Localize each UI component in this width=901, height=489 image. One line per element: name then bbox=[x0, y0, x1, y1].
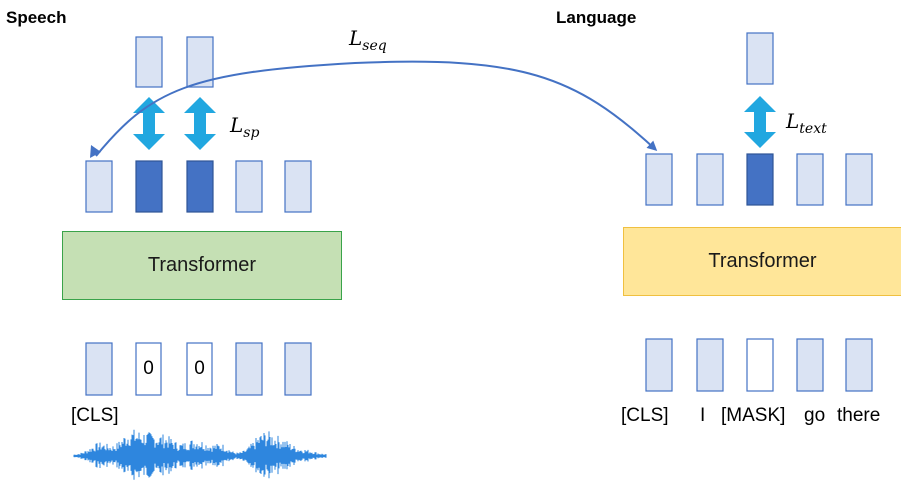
language-input-token-2 bbox=[696, 338, 724, 392]
sequence-loss-curve-arrow-start-head bbox=[90, 145, 101, 158]
language-transformer-label: Transformer bbox=[708, 250, 817, 272]
speech-hidden-token-1 bbox=[85, 160, 113, 213]
language-token-there: there bbox=[837, 405, 881, 426]
language-input-token-4 bbox=[796, 338, 824, 392]
speech-input-zero-2: 0 bbox=[194, 358, 205, 379]
speech-input-token-5 bbox=[284, 342, 312, 396]
speech-input-token-2-zero bbox=[135, 342, 162, 396]
speech-cls-label: [CLS] bbox=[71, 405, 119, 426]
speech-input-zero-1: 0 bbox=[143, 358, 154, 379]
speech-input-token-3-zero bbox=[186, 342, 213, 396]
language-token-cls: [CLS] bbox=[621, 405, 669, 426]
language-input-token-5 bbox=[845, 338, 873, 392]
speech-waveform bbox=[73, 429, 327, 480]
speech-hidden-token-2-masked bbox=[135, 160, 163, 213]
speech-input-token-4 bbox=[235, 342, 263, 396]
language-token-i: I bbox=[700, 405, 706, 426]
sequence-loss-label: Lseq bbox=[349, 26, 387, 54]
speech-title: Speech bbox=[6, 8, 67, 27]
language-transformer-block: Transformer bbox=[623, 227, 901, 296]
speech-output-token-2 bbox=[186, 36, 214, 88]
language-title: Language bbox=[556, 8, 637, 27]
language-output-token bbox=[746, 32, 774, 85]
language-hidden-token-1 bbox=[645, 153, 673, 206]
sequence-loss-curve-arrow bbox=[95, 60, 658, 157]
speech-waveform-signal bbox=[73, 429, 327, 480]
language-hidden-token-2 bbox=[696, 153, 724, 206]
speech-transformer-label: Transformer bbox=[147, 254, 257, 276]
language-token-go: go bbox=[804, 405, 826, 426]
language-input-token-1 bbox=[645, 338, 673, 392]
speech-input-token-1 bbox=[85, 342, 113, 396]
language-hidden-token-5 bbox=[845, 153, 873, 206]
speech-output-token-1 bbox=[135, 36, 163, 88]
speech-loss-label: Lsp bbox=[230, 113, 260, 141]
speech-double-arrow-2 bbox=[184, 97, 216, 150]
speech-transformer-block: Transformer bbox=[62, 231, 342, 300]
language-input-token-3-mask bbox=[746, 338, 774, 392]
speech-hidden-token-3-masked bbox=[186, 160, 214, 213]
language-hidden-token-3-masked bbox=[746, 153, 774, 206]
text-loss-label: Ltext bbox=[786, 109, 827, 137]
language-hidden-token-4 bbox=[796, 153, 824, 206]
speech-hidden-token-4 bbox=[235, 160, 263, 213]
language-token-mask: [MASK] bbox=[721, 405, 786, 426]
speech-hidden-token-5 bbox=[284, 160, 312, 213]
language-double-arrow bbox=[744, 96, 776, 148]
